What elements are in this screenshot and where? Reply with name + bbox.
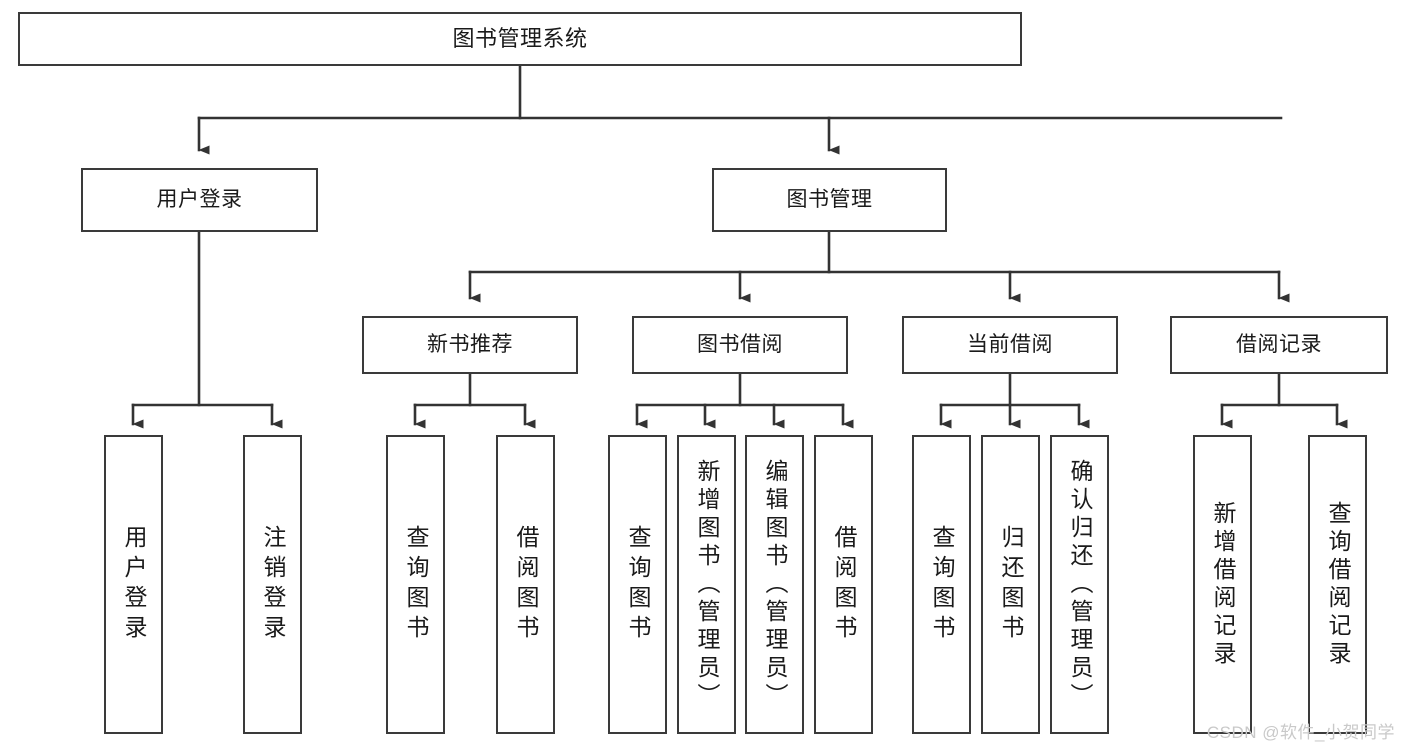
node-user-login[interactable]: 用户登录 <box>81 168 318 232</box>
node-label: 归还图书 <box>998 524 1024 645</box>
leaf-edit-book-admin[interactable]: 编辑图书（管理员） <box>745 435 804 734</box>
node-label: 查询图书 <box>625 524 651 645</box>
leaf-confirm-return-admin[interactable]: 确认归还（管理员） <box>1050 435 1109 734</box>
node-label: 新书推荐 <box>427 332 513 356</box>
leaf-user-login[interactable]: 用户登录 <box>104 435 163 734</box>
node-label: 查询图书 <box>403 524 429 645</box>
leaf-borrow-book[interactable]: 借阅图书 <box>814 435 873 734</box>
node-label: 借阅图书 <box>513 524 539 645</box>
node-label: 图书借阅 <box>697 332 783 356</box>
node-label: 当前借阅 <box>967 332 1053 356</box>
leaf-query-borrow-record[interactable]: 查询借阅记录 <box>1308 435 1367 734</box>
leaf-borrow-book-newbook[interactable]: 借阅图书 <box>496 435 555 734</box>
node-label: 查询图书 <box>929 524 955 645</box>
leaf-query-book-borrow[interactable]: 查询图书 <box>608 435 667 734</box>
node-label: 用户登录 <box>156 187 243 211</box>
node-new-book-recommend[interactable]: 新书推荐 <box>362 316 578 374</box>
node-root-system[interactable]: 图书管理系统 <box>18 12 1022 66</box>
node-label: 图书管理 <box>786 187 873 211</box>
watermark: CSDN @软件_小贺同学 <box>1206 723 1395 742</box>
node-label: 借阅图书 <box>831 524 857 645</box>
leaf-logout[interactable]: 注销登录 <box>243 435 302 734</box>
node-label: 注销登录 <box>260 524 286 645</box>
node-borrow-records[interactable]: 借阅记录 <box>1170 316 1388 374</box>
leaf-add-book-admin[interactable]: 新增图书（管理员） <box>677 435 736 734</box>
node-label: 新增图书（管理员） <box>694 458 720 711</box>
node-label: 编辑图书（管理员） <box>762 458 788 711</box>
leaf-return-book[interactable]: 归还图书 <box>981 435 1040 734</box>
node-book-management[interactable]: 图书管理 <box>712 168 947 232</box>
node-label: 新增借阅记录 <box>1210 500 1236 669</box>
node-current-borrow[interactable]: 当前借阅 <box>902 316 1118 374</box>
leaf-query-book-current[interactable]: 查询图书 <box>912 435 971 734</box>
node-book-borrow[interactable]: 图书借阅 <box>632 316 848 374</box>
node-label: 查询借阅记录 <box>1325 500 1351 669</box>
node-label: 图书管理系统 <box>452 26 588 52</box>
leaf-add-borrow-record[interactable]: 新增借阅记录 <box>1193 435 1252 734</box>
node-label: 用户登录 <box>121 524 147 645</box>
node-label: 确认归还（管理员） <box>1067 458 1093 711</box>
leaf-query-book-newbook[interactable]: 查询图书 <box>386 435 445 734</box>
node-label: 借阅记录 <box>1236 332 1322 356</box>
